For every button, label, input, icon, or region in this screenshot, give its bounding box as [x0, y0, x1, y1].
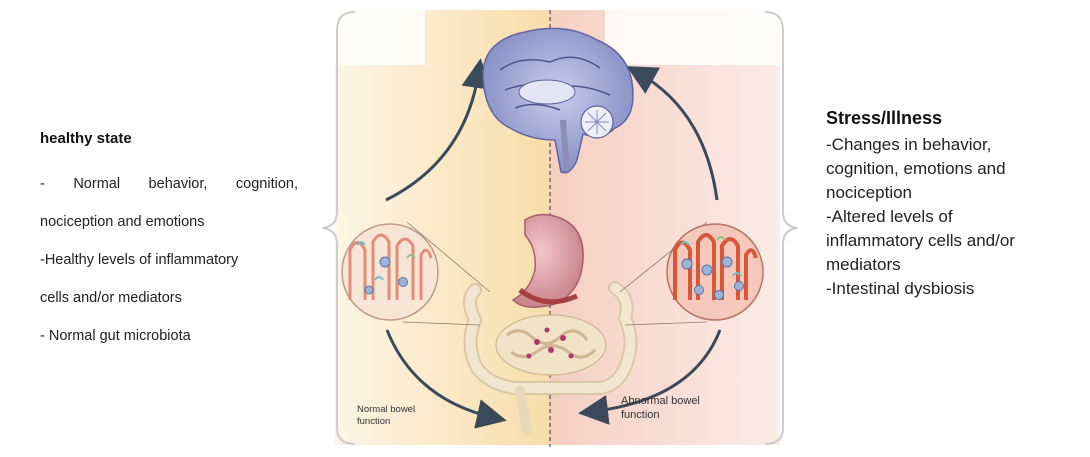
- stress-illness-line-2: cognition, emotions and: [826, 157, 1084, 181]
- abnormal-bowel-caption-line-1: Abnormal bowel: [621, 394, 721, 408]
- healthy-state-line-2: nociception and emotions: [40, 203, 298, 241]
- stress-illness-line-4: -Altered levels of: [826, 205, 1084, 229]
- inflamed-villi-icon: [667, 224, 763, 320]
- stress-illness-title: Stress/Illness: [826, 108, 1084, 129]
- stress-illness-line-1: -Changes in behavior,: [826, 133, 1084, 157]
- healthy-state-line-3: -Healthy levels of inflammatory: [40, 241, 298, 279]
- stress-illness-panel: Stress/Illness -Changes in behavior, cog…: [826, 108, 1084, 301]
- healthy-state-panel: healthy state - Normal behavior, cogniti…: [40, 130, 298, 355]
- normal-bowel-caption-line-1: Normal bowel: [357, 404, 447, 416]
- abnormal-bowel-caption: Abnormal bowel function: [621, 394, 721, 422]
- diagram-svg: [315, 0, 805, 457]
- healthy-state-line-5: - Normal gut microbiota: [40, 317, 298, 355]
- normal-bowel-caption: Normal bowel function: [357, 404, 447, 428]
- stress-illness-line-3: nociception: [826, 181, 1084, 205]
- stress-illness-line-6: mediators: [826, 253, 1084, 277]
- healthy-state-line-1: - Normal behavior, cognition,: [40, 165, 298, 203]
- healthy-state-title: healthy state: [40, 130, 298, 147]
- healthy-villi-icon: [342, 224, 438, 320]
- normal-bowel-caption-line-2: function: [357, 416, 447, 428]
- abnormal-bowel-caption-line-2: function: [621, 408, 721, 422]
- stress-illness-line-7: -Intestinal dysbiosis: [826, 277, 1084, 301]
- healthy-state-line-4: cells and/or mediators: [40, 279, 298, 317]
- gut-brain-axis-diagram: Normal bowel function Abnormal bowel fun…: [315, 0, 805, 457]
- stress-illness-line-5: inflammatory cells and/or: [826, 229, 1084, 253]
